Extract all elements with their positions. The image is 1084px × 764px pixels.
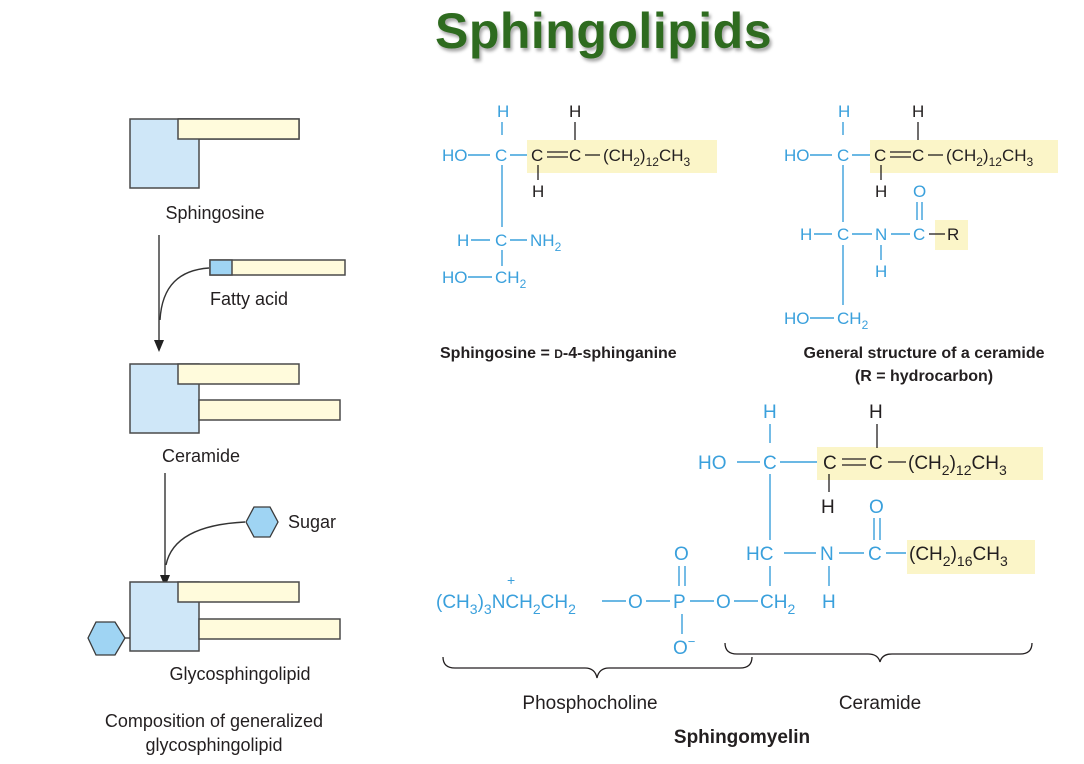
atom-h: H (875, 262, 887, 281)
atom-ch2: CH2 (495, 268, 527, 291)
sugar-label: Sugar (288, 512, 336, 532)
atom-c: C (837, 146, 849, 165)
atom-c: C (495, 231, 507, 250)
atom-h: H (875, 182, 887, 201)
atom-o: O (716, 592, 731, 613)
atom-o: O (869, 497, 884, 518)
sphingosine-label: Sphingosine (165, 203, 264, 223)
ceramide-brace-label: Ceramide (839, 693, 921, 714)
ceramide-brace (724, 642, 1033, 663)
chain-ch2-12-ch3: (CH2)12CH3 (603, 146, 691, 169)
atom-h: H (532, 182, 544, 201)
arrow-head-2-icon (160, 575, 170, 587)
sphingomyelin-chain-highlight (817, 447, 1043, 480)
atom-ho: HO (442, 146, 468, 165)
atom-ho: HO (784, 146, 810, 165)
fatty-acid-label: Fatty acid (210, 289, 288, 309)
page-title: Sphingolipids (434, 3, 773, 59)
atom-h: H (821, 497, 835, 518)
atom-ho: HO (442, 268, 468, 287)
chain-ch2-12-ch3: (CH2)12CH3 (946, 146, 1034, 169)
atom-c: C (869, 453, 883, 474)
sphingomyelin-fatty-acid-highlight (907, 540, 1035, 574)
glycosphingolipid-sugar-icon (87, 621, 126, 656)
choline-group: (CH3)3NCH2CH2 (436, 592, 576, 617)
atom-h: H (822, 592, 836, 613)
atom-h: H (569, 102, 581, 121)
atom-h: H (800, 225, 812, 244)
atom-n: N (875, 225, 887, 244)
atom-nh2: NH2 (530, 231, 562, 254)
fatty-acid-curve (159, 267, 210, 321)
ceramide-caption-line-1: General structure of a ceramide (804, 345, 1045, 362)
chain-ch2-12-ch3: (CH2)12CH3 (908, 453, 1007, 478)
atom-ch2: CH2 (760, 592, 795, 617)
atom-c: C (569, 146, 581, 165)
ceramide-caption-line-2: (R = hydrocarbon) (855, 368, 993, 385)
atom-h: H (497, 102, 509, 121)
atom-h: H (838, 102, 850, 121)
ceramide-label: Ceramide (162, 446, 240, 466)
sphingomyelin-structure: H H HO C C C (CH2)12CH3 H O HC N C (CH2)… (436, 402, 1043, 748)
atom-c: C (912, 146, 924, 165)
sphingosine-caption: Sphingosine = D-4-sphinganine (440, 345, 677, 362)
sugar-curve (165, 521, 246, 566)
chain-ch2-16-ch3: (CH2)16CH3 (909, 544, 1008, 569)
atom-c: C (763, 453, 777, 474)
glycosphingolipid-tail-2 (198, 618, 341, 640)
atom-h: H (457, 231, 469, 250)
atom-ho: HO (698, 453, 727, 474)
arrow-head-1-icon (154, 340, 164, 352)
fatty-acid-schematic (209, 259, 346, 276)
atom-c: C (495, 146, 507, 165)
charge-plus: + (507, 572, 515, 588)
atom-h: H (869, 402, 883, 423)
atom-o-minus: O− (673, 634, 695, 659)
ceramide-tail-1 (177, 363, 300, 385)
sphingomyelin-caption: Sphingomyelin (674, 727, 810, 748)
phosphocholine-label: Phosphocholine (522, 693, 657, 714)
caption-line-1: Composition of generalized (105, 711, 323, 731)
atom-c: C (837, 225, 849, 244)
atom-h: H (763, 402, 777, 423)
ceramide-tail-2 (198, 399, 341, 421)
glycosphingolipid-label: Glycosphingolipid (169, 664, 310, 684)
glycosphingolipid-schematic (87, 581, 341, 656)
atom-c: C (913, 225, 925, 244)
sphingosine-tail-outline (177, 118, 300, 140)
sphingosine-structure: H H HO C C C (CH2)12CH3 H H C NH2 HO CH2… (440, 102, 717, 362)
atom-hc: HC (746, 544, 773, 565)
atom-c: C (868, 544, 882, 565)
atom-h: H (912, 102, 924, 121)
atom-o: O (674, 544, 689, 565)
sphingosine-tail-fill (178, 119, 299, 139)
sphingosine-schematic (129, 118, 300, 189)
atom-n: N (820, 544, 834, 565)
sugar-hexagon-icon (245, 506, 279, 538)
caption-line-2: glycosphingolipid (145, 735, 282, 755)
glycosphingolipid-tail-1 (177, 581, 300, 603)
left-panel: Sphingosine Fatty acid Ceramide Sugar (87, 118, 346, 755)
ceramide-r-highlight (935, 220, 968, 250)
atom-p: P (673, 592, 686, 613)
ceramide-schematic (129, 363, 341, 434)
fatty-acid-head (209, 259, 233, 276)
atom-o: O (628, 592, 643, 613)
atom-c: C (531, 146, 543, 165)
atom-r: R (947, 225, 959, 244)
atom-ch2: CH2 (837, 309, 869, 332)
atom-ho: HO (784, 309, 810, 328)
ceramide-structure: H H HO C C C (CH2)12CH3 H O H C N C R H … (784, 102, 1058, 385)
atom-c: C (823, 453, 837, 474)
phosphocholine-brace (442, 656, 753, 679)
atom-c: C (874, 146, 886, 165)
atom-o: O (913, 182, 926, 201)
